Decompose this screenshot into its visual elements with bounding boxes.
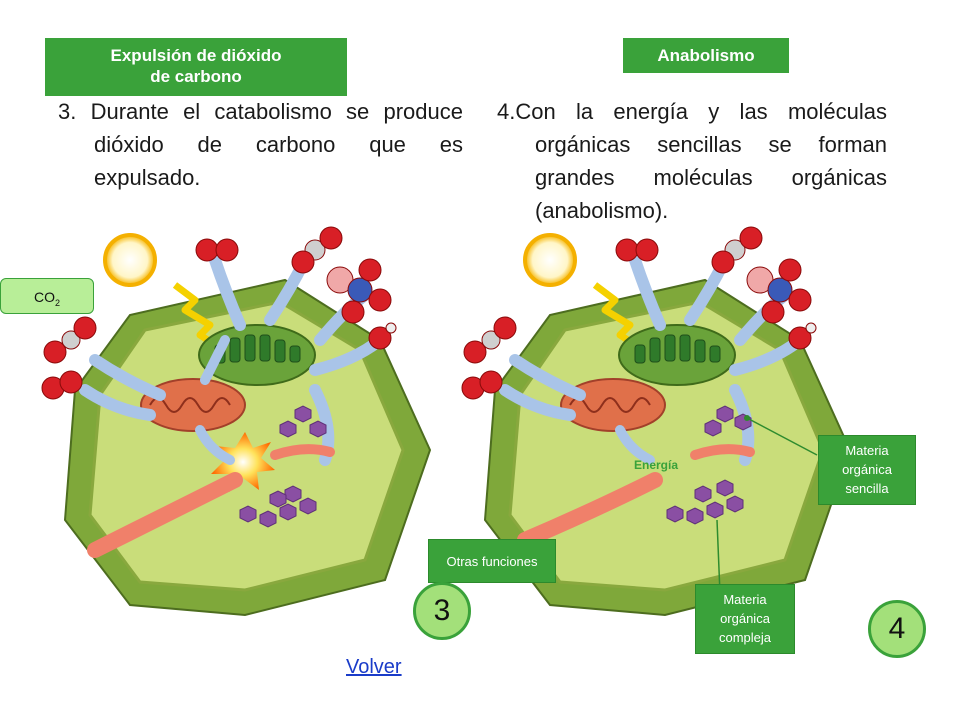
materia-compleja-line2: orgánica [720,611,770,626]
materia-sencilla-label: Materia orgánica sencilla [818,435,916,505]
materia-sencilla-line1: Materia [845,443,889,458]
light-ray [172,282,225,353]
step-badge-4: 4 [868,600,926,658]
header-expulsion-line1: Expulsión de dióxido [110,46,282,65]
molecules-simple [704,405,752,437]
header-anabolismo: Anabolismo [623,38,789,73]
molecules-gas [461,226,817,400]
materia-compleja-line3: compleja [718,630,772,645]
header-expulsion-line2: de carbono [150,67,242,86]
chloroplast [618,324,736,386]
molecules-gas [41,226,397,400]
materia-compleja-label: Materia orgánica compleja [695,584,795,654]
otras-funciones-label: Otras funciones [428,539,556,583]
materia-sencilla-line2: orgánica [842,462,892,477]
mitochondrion [140,378,246,432]
mitochondrion [560,378,666,432]
paragraph-anabolismo: 4.Con la energía y las moléculas orgánic… [497,99,887,223]
light-ray [592,282,645,353]
co2-main: CO [33,289,55,305]
sun-icon [523,233,577,287]
header-expulsion: Expulsión de dióxido de carbono [45,38,347,96]
materia-sencilla-line3: sencilla [845,481,889,496]
volver-link[interactable]: Volver [346,656,402,678]
molecules-simple [279,405,327,438]
sun-icon [103,233,157,287]
molecules-complex [666,479,744,525]
molecules-complex [239,485,317,528]
leader-line-sencilla [746,417,818,456]
cell-illustration-left [41,226,432,617]
step-badge-3: 3 [413,582,471,640]
co2-sub: 2 [54,297,60,308]
energy-flash [211,432,275,492]
energia-label: Energía [634,458,679,472]
cell-illustration-right [461,226,852,617]
leader-line-compleja [716,519,721,595]
materia-compleja-line1: Materia [723,592,767,607]
co2-label: CO2 [0,278,94,314]
paragraph-catabolismo: 3. Durante el catabolismo se produce dió… [58,99,463,190]
